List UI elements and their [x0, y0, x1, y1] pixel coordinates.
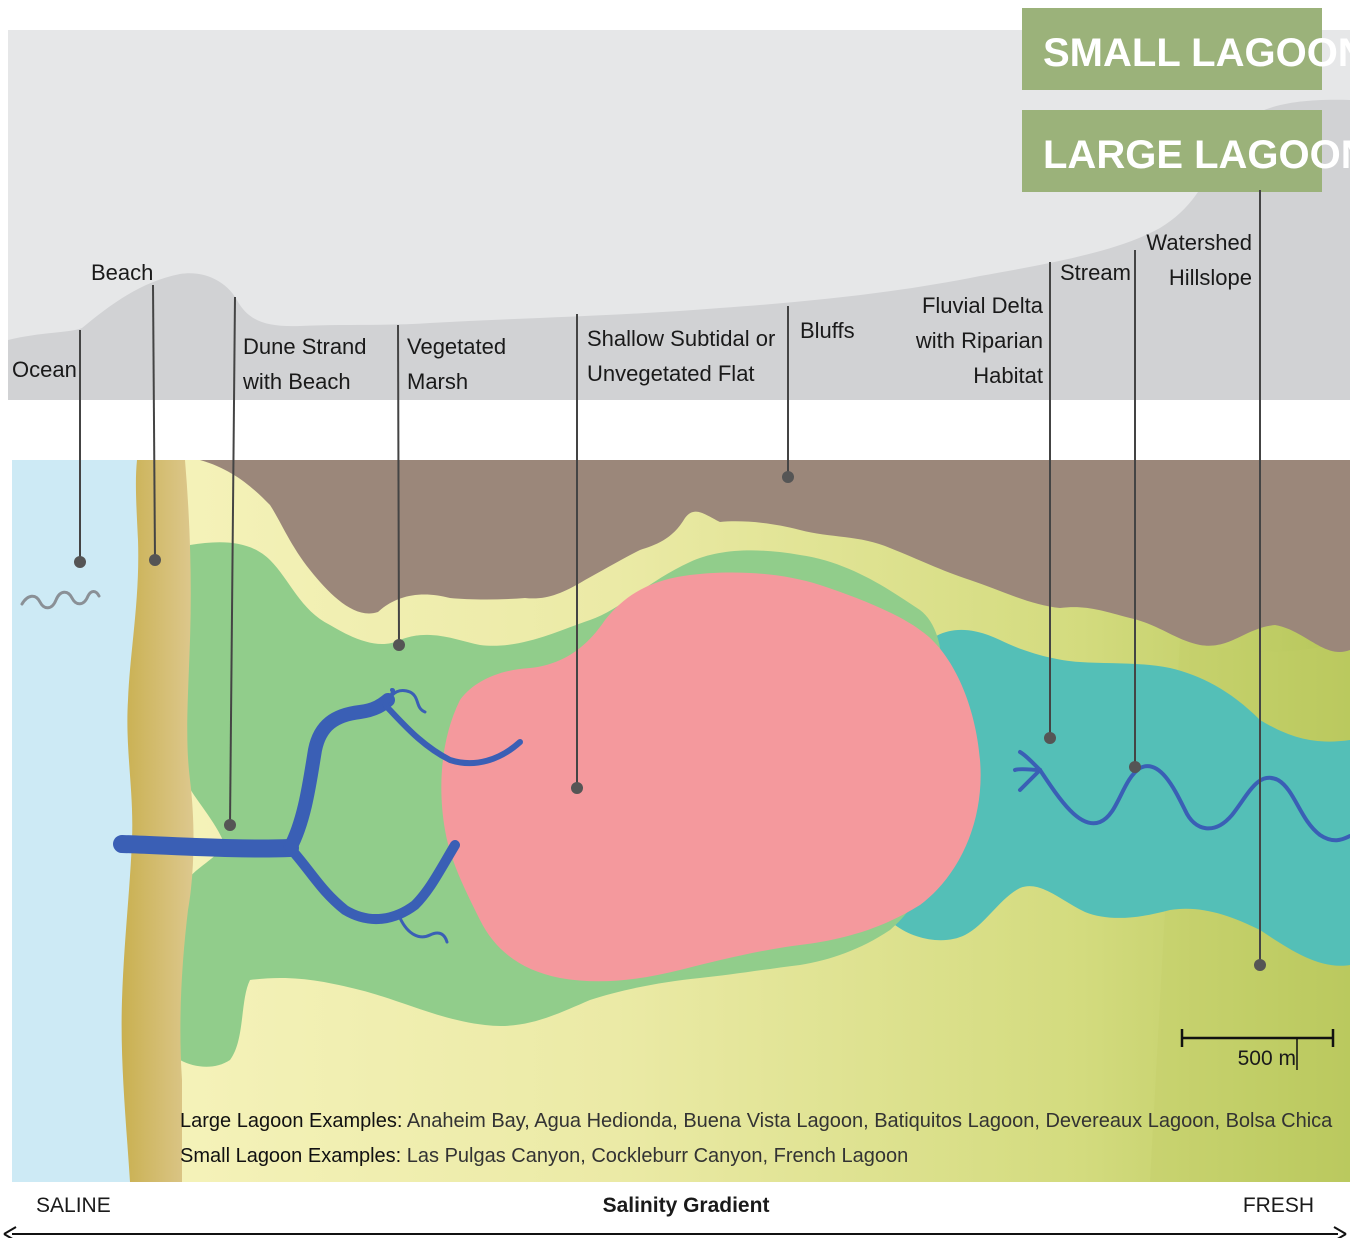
bluffs-marker [782, 471, 794, 483]
label-delta-line2: with Riparian [915, 328, 1043, 353]
fresh-label: FRESH [1243, 1194, 1314, 1217]
label-marsh-line2: Marsh [407, 369, 468, 394]
plan-view-map [12, 460, 1350, 1182]
label-delta-line1: Fluvial Delta [922, 293, 1044, 318]
beach-strip [121, 460, 194, 1182]
arrow-right-icon [1333, 1226, 1347, 1238]
label-watershed-line1: Watershed [1146, 230, 1252, 255]
marsh-marker [393, 639, 405, 651]
watershed-marker [1254, 959, 1266, 971]
wave-icon [20, 590, 101, 610]
label-dune-line2: with Beach [242, 369, 351, 394]
small-lagoon-title: SMALL LAGOON [1043, 31, 1350, 75]
ocean-marker [74, 556, 86, 568]
small-examples-label: Small Lagoon Examples: [180, 1145, 401, 1167]
label-dune-line1: Dune Strand [243, 334, 367, 359]
arrow-left-icon [3, 1226, 17, 1238]
large-examples-list: Anaheim Bay, Agua Hedionda, Buena Vista … [402, 1110, 1333, 1132]
label-beach: Beach [91, 260, 153, 285]
salinity-gradient-axis: SALINE Salinity Gradient FRESH [3, 1194, 1347, 1238]
label-marsh-line1: Vegetated [407, 334, 506, 359]
large-lagoon-title: LARGE LAGOON [1043, 133, 1350, 177]
salinity-gradient-label: Salinity Gradient [603, 1194, 770, 1217]
profile-ground-shape [8, 99, 1350, 400]
habitat-labels: Ocean Beach Dune Strand with Beach Veget… [12, 230, 1252, 394]
bluffs-area [200, 460, 1350, 653]
fluvial-delta-area [895, 629, 1350, 966]
stream-channel [1013, 750, 1350, 843]
label-stream: Stream [1060, 260, 1131, 285]
label-bluffs: Bluffs [800, 318, 855, 343]
large-lagoon-examples: Large Lagoon Examples: Anaheim Bay, Agua… [180, 1110, 1333, 1132]
label-delta-line3: Habitat [973, 363, 1043, 388]
large-lagoon-title-box: LARGE LAGOON [1022, 110, 1350, 192]
scale-bar [1180, 1029, 1335, 1070]
stream-marker [1129, 761, 1141, 773]
large-examples-label: Large Lagoon Examples: [180, 1110, 402, 1132]
label-ocean: Ocean [12, 357, 77, 382]
subtidal-marker [571, 782, 583, 794]
label-watershed-line2: Hillslope [1169, 265, 1252, 290]
label-subtidal-line2: Unvegetated Flat [587, 361, 755, 386]
small-lagoon-title-box: SMALL LAGOON [1022, 8, 1350, 90]
small-examples-list: Las Pulgas Canyon, Cockleburr Canyon, Fr… [401, 1145, 908, 1167]
scale-bar-label: 500 m [1238, 1047, 1296, 1070]
label-subtidal-line1: Shallow Subtidal or [587, 326, 775, 351]
leader-lines [74, 190, 1266, 971]
saline-label: SALINE [36, 1194, 111, 1217]
small-lagoon-examples: Small Lagoon Examples: Las Pulgas Canyon… [180, 1145, 908, 1167]
cross-section-profile [8, 30, 1350, 400]
beach-marker [149, 554, 161, 566]
lagoon-channel-network [113, 688, 523, 944]
dune-marker [224, 819, 236, 831]
delta-marker [1044, 732, 1056, 744]
